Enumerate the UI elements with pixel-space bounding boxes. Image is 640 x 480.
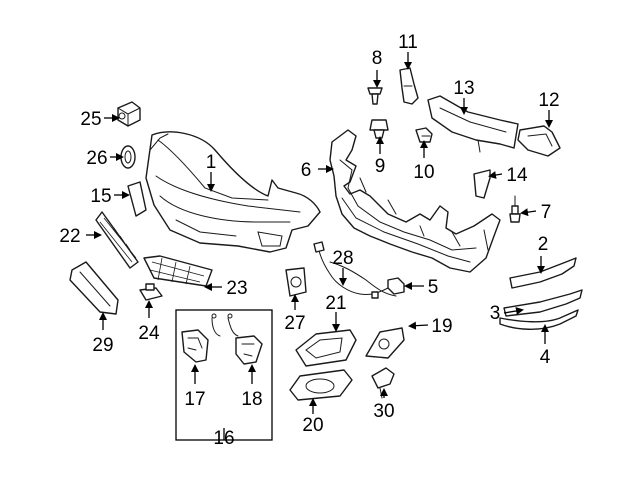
part-8-clip <box>367 87 383 105</box>
callout-18: 18 <box>241 389 262 410</box>
callout-16: 16 <box>213 428 234 449</box>
part-6-reinforcement <box>329 129 501 273</box>
leader-7 <box>520 208 537 217</box>
callout-2: 2 <box>538 234 549 255</box>
callout-21: 21 <box>325 293 346 314</box>
part-25-sensor <box>117 101 141 127</box>
part-12-bracket <box>517 125 561 157</box>
callout-22: 22 <box>59 226 80 247</box>
part-19-lamp <box>365 327 405 359</box>
callout-1: 1 <box>206 152 217 173</box>
callout-19: 19 <box>431 316 452 337</box>
part-4-strip <box>499 309 579 330</box>
part-29-plate <box>69 261 119 315</box>
callout-23: 23 <box>226 278 247 299</box>
part-24-clip <box>139 283 163 301</box>
part-20-bezel <box>289 369 353 401</box>
callout-26: 26 <box>86 148 107 169</box>
callout-3: 3 <box>490 303 501 324</box>
part-15-bracket <box>127 181 147 217</box>
part-17-lamp <box>181 329 209 363</box>
part-28-harness <box>313 241 397 299</box>
callout-5: 5 <box>428 277 439 298</box>
callout-11: 11 <box>398 32 418 53</box>
callout-24: 24 <box>138 323 160 344</box>
callout-15: 15 <box>90 186 111 207</box>
callout-20: 20 <box>302 415 323 436</box>
part-10-screw <box>415 127 433 143</box>
part-3-bar <box>503 289 583 317</box>
callout-8: 8 <box>372 48 383 69</box>
callout-7: 7 <box>541 202 552 223</box>
part-7-stud <box>509 195 521 223</box>
callout-10: 10 <box>413 162 434 183</box>
part-13-absorber <box>427 95 519 153</box>
callout-13: 13 <box>453 78 474 99</box>
leader-19 <box>408 321 429 330</box>
part-26-grommet <box>120 145 136 169</box>
leader-14 <box>488 171 503 179</box>
part-2-bar <box>509 257 577 289</box>
callout-25: 25 <box>80 109 101 130</box>
part-14-bracket <box>473 169 491 199</box>
part-23-grille <box>143 255 213 287</box>
part-9-retainer <box>369 119 389 139</box>
callout-17: 17 <box>184 389 205 410</box>
callout-30: 30 <box>373 401 394 422</box>
callout-6: 6 <box>301 160 312 181</box>
part-16-group <box>175 309 273 441</box>
leader-3 <box>503 307 524 315</box>
callout-9: 9 <box>375 156 386 177</box>
part-30-bulb <box>371 367 395 399</box>
part-22-grille <box>95 211 139 269</box>
callout-29: 29 <box>92 335 113 356</box>
callout-labels: 1 2 3 4 5 6 7 8 9 10 11 12 13 14 15 16 1… <box>59 32 559 449</box>
callout-28: 28 <box>332 248 353 269</box>
callout-4: 4 <box>540 347 551 368</box>
callout-14: 14 <box>506 165 528 186</box>
part-27-bracket <box>285 267 307 297</box>
part-1-bumper-cover <box>145 131 321 253</box>
callout-27: 27 <box>284 313 305 334</box>
part-21-bezel <box>295 329 357 367</box>
callout-12: 12 <box>538 90 559 111</box>
part-16-frame <box>175 309 273 441</box>
part-11-bracket <box>399 67 419 105</box>
leader-lines <box>86 52 553 440</box>
part-18-lamp <box>235 335 263 365</box>
